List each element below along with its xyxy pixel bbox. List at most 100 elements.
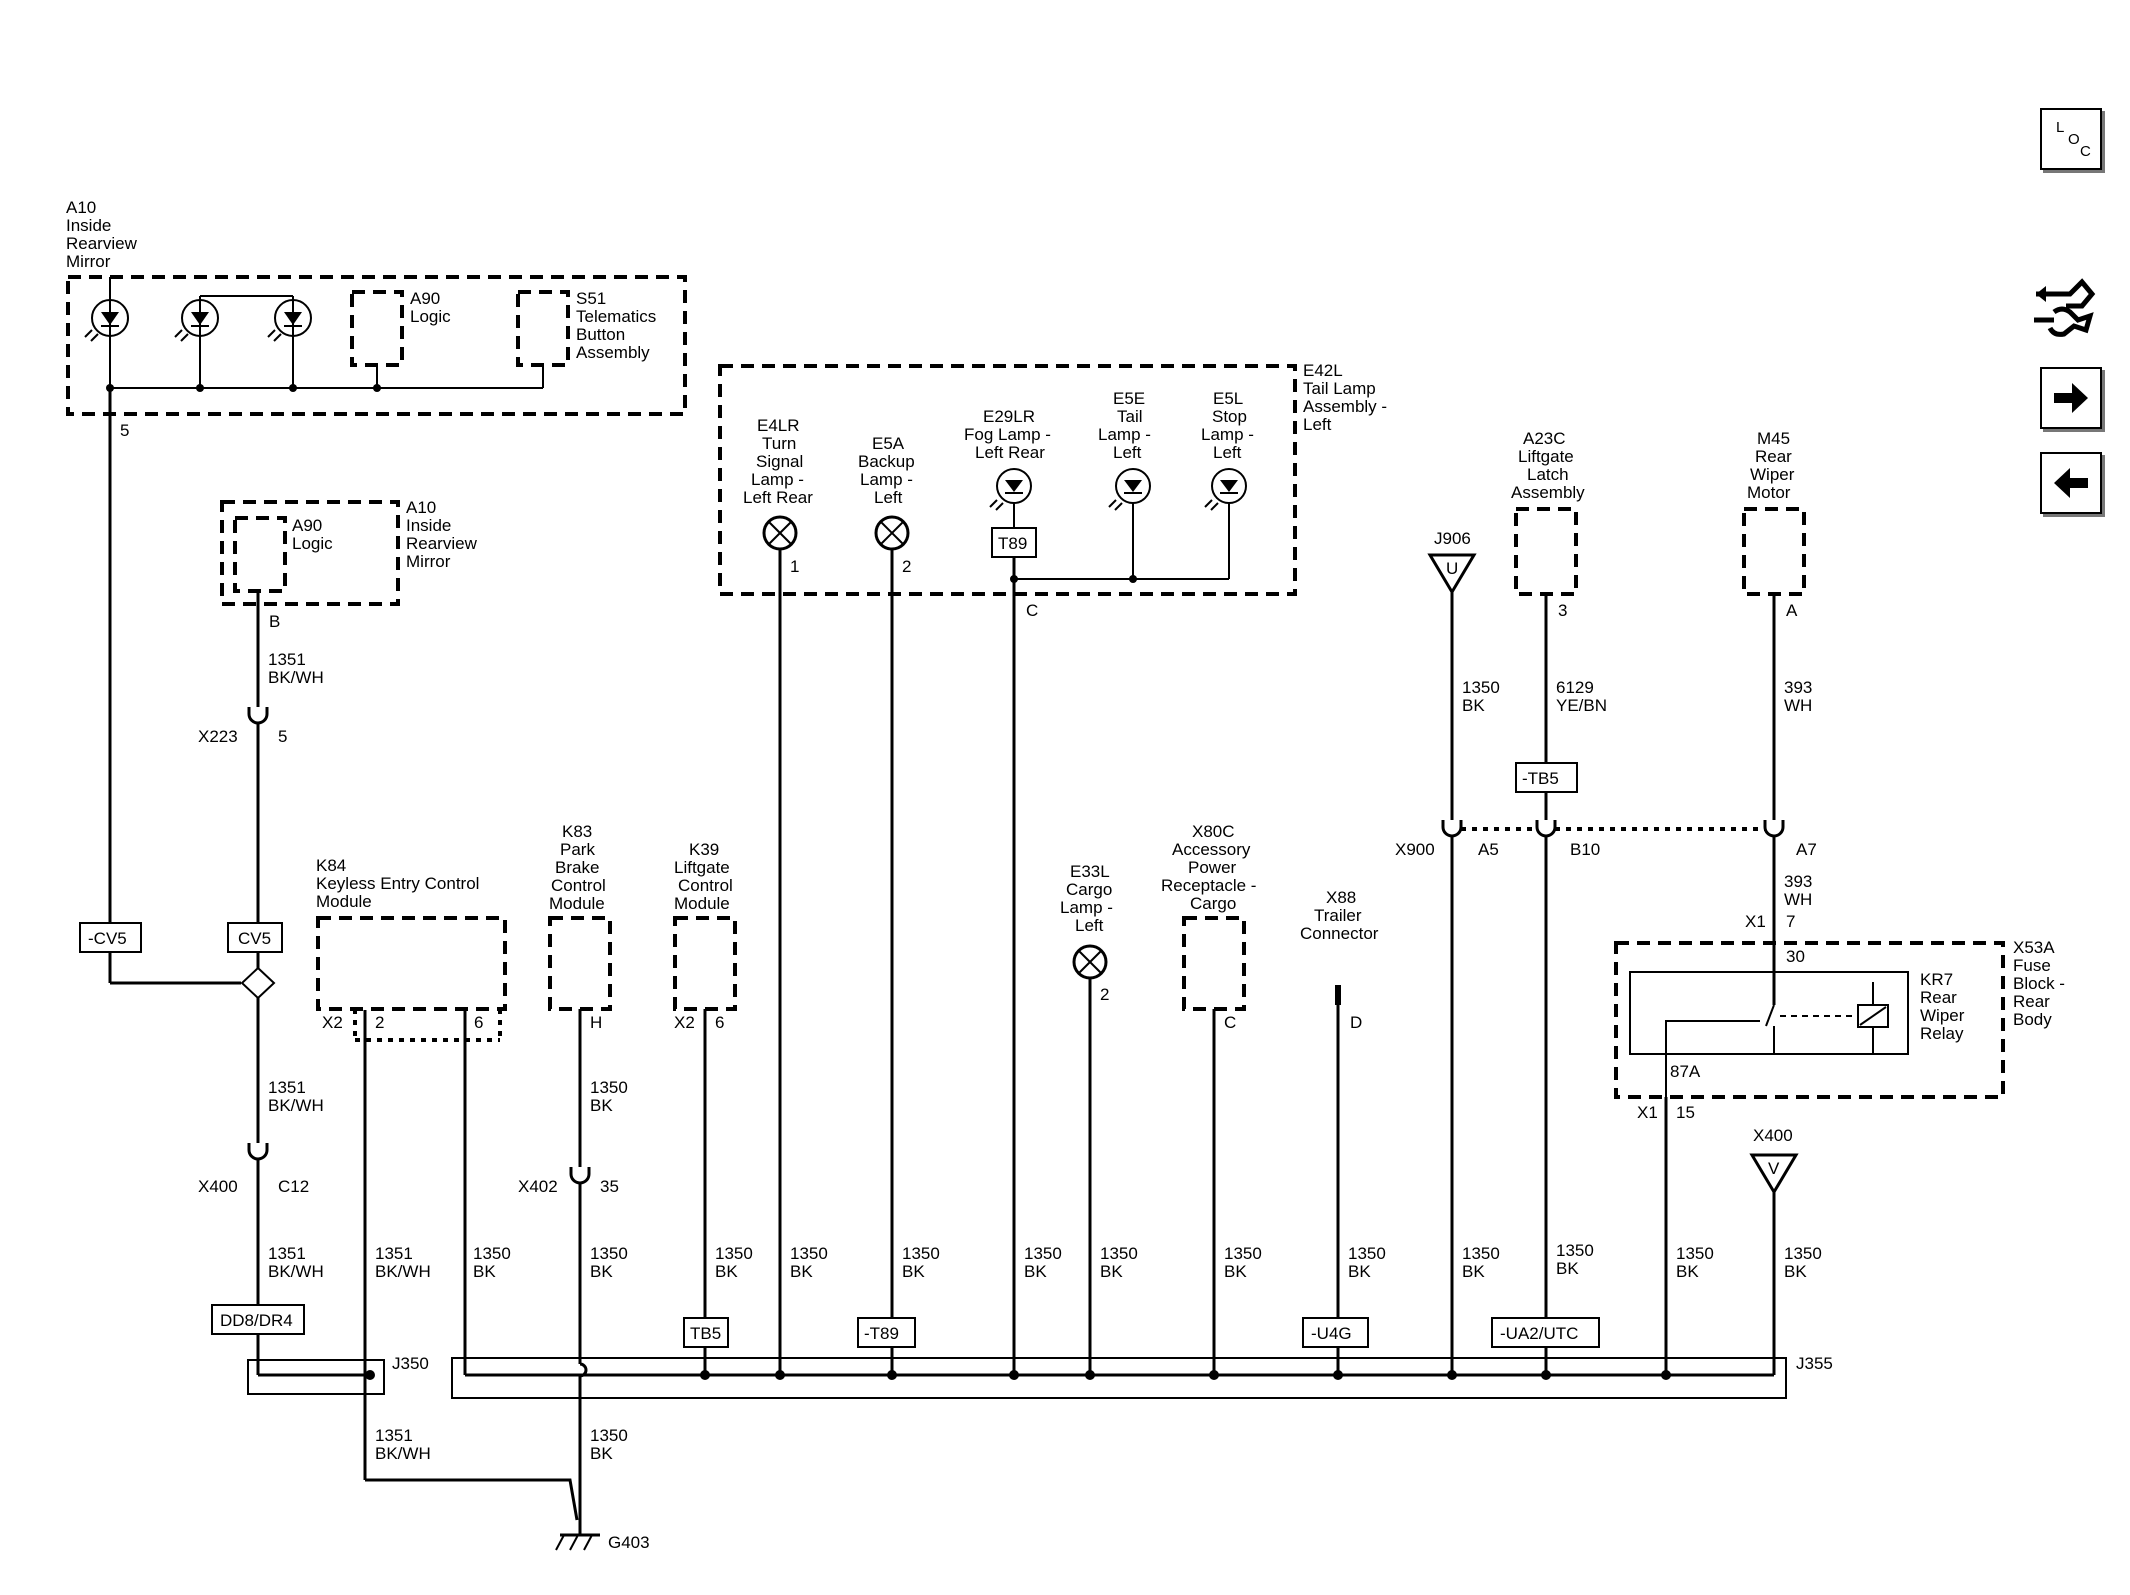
svg-text:Left: Left bbox=[1213, 443, 1242, 462]
svg-text:Telematics: Telematics bbox=[576, 307, 656, 326]
svg-text:1350: 1350 bbox=[1348, 1244, 1386, 1263]
svg-text:WH: WH bbox=[1784, 890, 1812, 909]
svg-text:Motor: Motor bbox=[1747, 483, 1791, 502]
svg-text:Rear: Rear bbox=[1755, 447, 1792, 466]
svg-text:BK: BK bbox=[590, 1262, 613, 1281]
svg-text:A90: A90 bbox=[410, 289, 440, 308]
tag-tb5 bbox=[683, 1317, 729, 1348]
pin-k39-6: 6 bbox=[715, 1013, 724, 1032]
svg-text:Receptacle -: Receptacle - bbox=[1161, 876, 1256, 895]
svg-text:V: V bbox=[1768, 1159, 1780, 1178]
tag-tb5-neg bbox=[1515, 762, 1578, 793]
svg-text:Tail Lamp: Tail Lamp bbox=[1303, 379, 1376, 398]
a10-mirror-label-mid: A10 Inside Rearview Mirror bbox=[406, 498, 478, 571]
svg-text:Relay: Relay bbox=[1920, 1024, 1964, 1043]
svg-text:Assembly: Assembly bbox=[1511, 483, 1585, 502]
pin-x900-a5: A5 bbox=[1478, 840, 1499, 859]
svg-text:393: 393 bbox=[1784, 872, 1812, 891]
e42l-tail-lamp-box bbox=[718, 364, 1297, 596]
a90-logic-box-mid bbox=[233, 516, 287, 593]
k83-park-brake-box bbox=[548, 916, 612, 1011]
pin-x1-top: X1 bbox=[1745, 912, 1766, 931]
svg-text:Left: Left bbox=[1075, 916, 1104, 935]
svg-text:BK: BK bbox=[590, 1096, 613, 1115]
svg-text:BK: BK bbox=[1462, 1262, 1485, 1281]
svg-text:U: U bbox=[1446, 559, 1458, 578]
pin-x223-5: 5 bbox=[278, 727, 287, 746]
loc-letter-l: L bbox=[2056, 119, 2065, 136]
svg-text:Power: Power bbox=[1188, 858, 1237, 877]
connector-x400: X400 bbox=[198, 1177, 238, 1196]
e4lr-label: E4LR Turn Signal Lamp - Left Rear bbox=[743, 416, 813, 507]
svg-text:Left: Left bbox=[1303, 415, 1332, 434]
svg-text:Connector: Connector bbox=[1300, 924, 1379, 943]
svg-text:BK: BK bbox=[1024, 1262, 1047, 1281]
pin-x88-d: D bbox=[1350, 1013, 1362, 1032]
terminal-j906-icon bbox=[1427, 553, 1477, 595]
svg-text:-T89: -T89 bbox=[864, 1324, 899, 1343]
e29lr-label: E29LR Fog Lamp - Left Rear bbox=[964, 407, 1051, 462]
svg-text:1351: 1351 bbox=[268, 1244, 306, 1263]
pin-e29-c: C bbox=[1026, 601, 1038, 620]
svg-text:YE/BN: YE/BN bbox=[1556, 696, 1607, 715]
relay-switch-icon bbox=[1665, 982, 1889, 1126]
loc-button[interactable]: L O C bbox=[2040, 108, 2102, 170]
svg-text:BK: BK bbox=[1224, 1262, 1247, 1281]
next-page-button[interactable] bbox=[2040, 367, 2102, 429]
svg-text:Inside: Inside bbox=[66, 216, 111, 235]
pin-a23c-3: 3 bbox=[1558, 601, 1567, 620]
svg-text:Signal: Signal bbox=[756, 452, 803, 471]
svg-text:1350: 1350 bbox=[1676, 1244, 1714, 1263]
pin-e4lr-1: 1 bbox=[790, 557, 799, 576]
svg-text:-TB5: -TB5 bbox=[1522, 769, 1559, 788]
connector-x402-icon bbox=[569, 1167, 591, 1185]
a90-logic-label-top: A90 Logic bbox=[410, 289, 451, 326]
svg-text:1350: 1350 bbox=[590, 1078, 628, 1097]
svg-text:Module: Module bbox=[549, 894, 605, 913]
wiring-tool-icon[interactable] bbox=[2030, 272, 2096, 342]
pin-e5a-2: 2 bbox=[902, 557, 911, 576]
fog-lamp-led-icon bbox=[989, 468, 1032, 511]
s51-telematics-label: S51 Telematics Button Assembly bbox=[576, 289, 656, 362]
svg-text:Liftgate: Liftgate bbox=[1518, 447, 1574, 466]
svg-text:E4LR: E4LR bbox=[757, 416, 800, 435]
connector-j906: J906 bbox=[1434, 529, 1471, 548]
pin-x402-35: 35 bbox=[600, 1177, 619, 1196]
splice-j350 bbox=[247, 1359, 385, 1395]
svg-text:KR7: KR7 bbox=[1920, 970, 1953, 989]
e42l-label: E42L Tail Lamp Assembly - Left bbox=[1303, 361, 1387, 434]
turn-signal-bulb-icon bbox=[762, 515, 798, 551]
svg-text:1350: 1350 bbox=[902, 1244, 940, 1263]
svg-text:BK/WH: BK/WH bbox=[268, 1096, 324, 1115]
connector-x223: X223 bbox=[198, 727, 238, 746]
s51-telematics-box bbox=[516, 290, 570, 367]
svg-text:E5E: E5E bbox=[1113, 389, 1145, 408]
svg-text:BK: BK bbox=[1462, 696, 1485, 715]
svg-text:Accessory: Accessory bbox=[1172, 840, 1251, 859]
tag-t89-neg bbox=[857, 1317, 916, 1348]
svg-text:A10: A10 bbox=[66, 198, 96, 217]
wire-1351-to-ground bbox=[365, 1478, 579, 1521]
connector-x402: X402 bbox=[518, 1177, 558, 1196]
svg-text:Left Rear: Left Rear bbox=[975, 443, 1045, 462]
previous-page-button[interactable] bbox=[2040, 452, 2102, 514]
svg-text:-U4G: -U4G bbox=[1311, 1324, 1352, 1343]
pin-e33l-2: 2 bbox=[1100, 985, 1109, 1004]
pin-x80c-c: C bbox=[1224, 1013, 1236, 1032]
loc-letter-o: O bbox=[2068, 131, 2080, 148]
tag-dd8-dr4 bbox=[211, 1304, 305, 1335]
a90-logic-label-mid: A90 Logic bbox=[292, 516, 333, 553]
svg-text:1350: 1350 bbox=[1024, 1244, 1062, 1263]
svg-text:Lamp -: Lamp - bbox=[1098, 425, 1151, 444]
svg-text:X88: X88 bbox=[1326, 888, 1356, 907]
x53a-fuse-block-box bbox=[1614, 941, 2005, 1099]
svg-text:1350: 1350 bbox=[590, 1426, 628, 1445]
x53a-label: X53A Fuse Block - Rear Body bbox=[2013, 938, 2065, 1029]
svg-text:Keyless Entry Control: Keyless Entry Control bbox=[316, 874, 479, 893]
k84-label: K84 Keyless Entry Control Module bbox=[316, 856, 479, 911]
svg-text:X80C: X80C bbox=[1192, 822, 1235, 841]
svg-text:Latch: Latch bbox=[1527, 465, 1569, 484]
pin-a90-b: B bbox=[269, 612, 280, 631]
svg-text:Stop: Stop bbox=[1212, 407, 1247, 426]
k84-keyless-entry-box bbox=[316, 916, 507, 1011]
